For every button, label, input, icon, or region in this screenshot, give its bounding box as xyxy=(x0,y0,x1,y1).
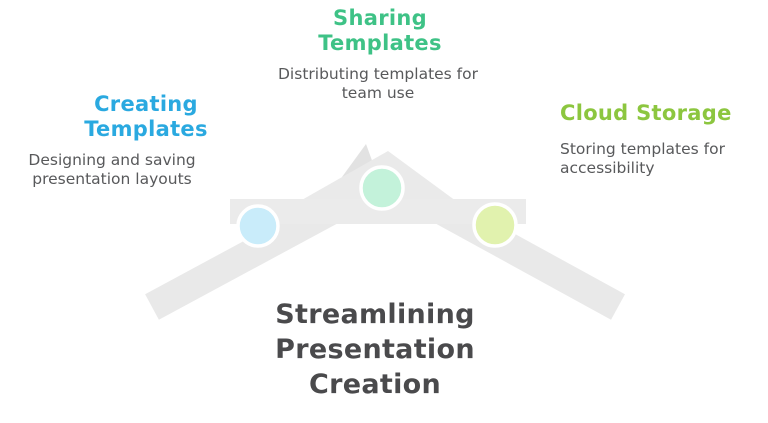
sharing-templates-description: Distributing templates for team use xyxy=(278,65,478,103)
right-beam xyxy=(436,198,625,320)
main-title: Streamlining Presentation Creation xyxy=(275,299,475,400)
sharing-templates-title: Sharing Templates xyxy=(318,6,442,56)
cloud-storage-description: Storing templates for accessibility xyxy=(560,140,725,178)
creating-templates-description: Designing and saving presentation layout… xyxy=(28,151,196,189)
left-beam xyxy=(145,198,337,320)
cloud-storage-title: Cloud Storage xyxy=(560,101,732,125)
creating-templates-title: Creating Templates xyxy=(84,92,208,142)
sharing-dot xyxy=(359,165,405,211)
cloud-dot xyxy=(472,202,518,248)
creating-dot xyxy=(236,204,280,248)
